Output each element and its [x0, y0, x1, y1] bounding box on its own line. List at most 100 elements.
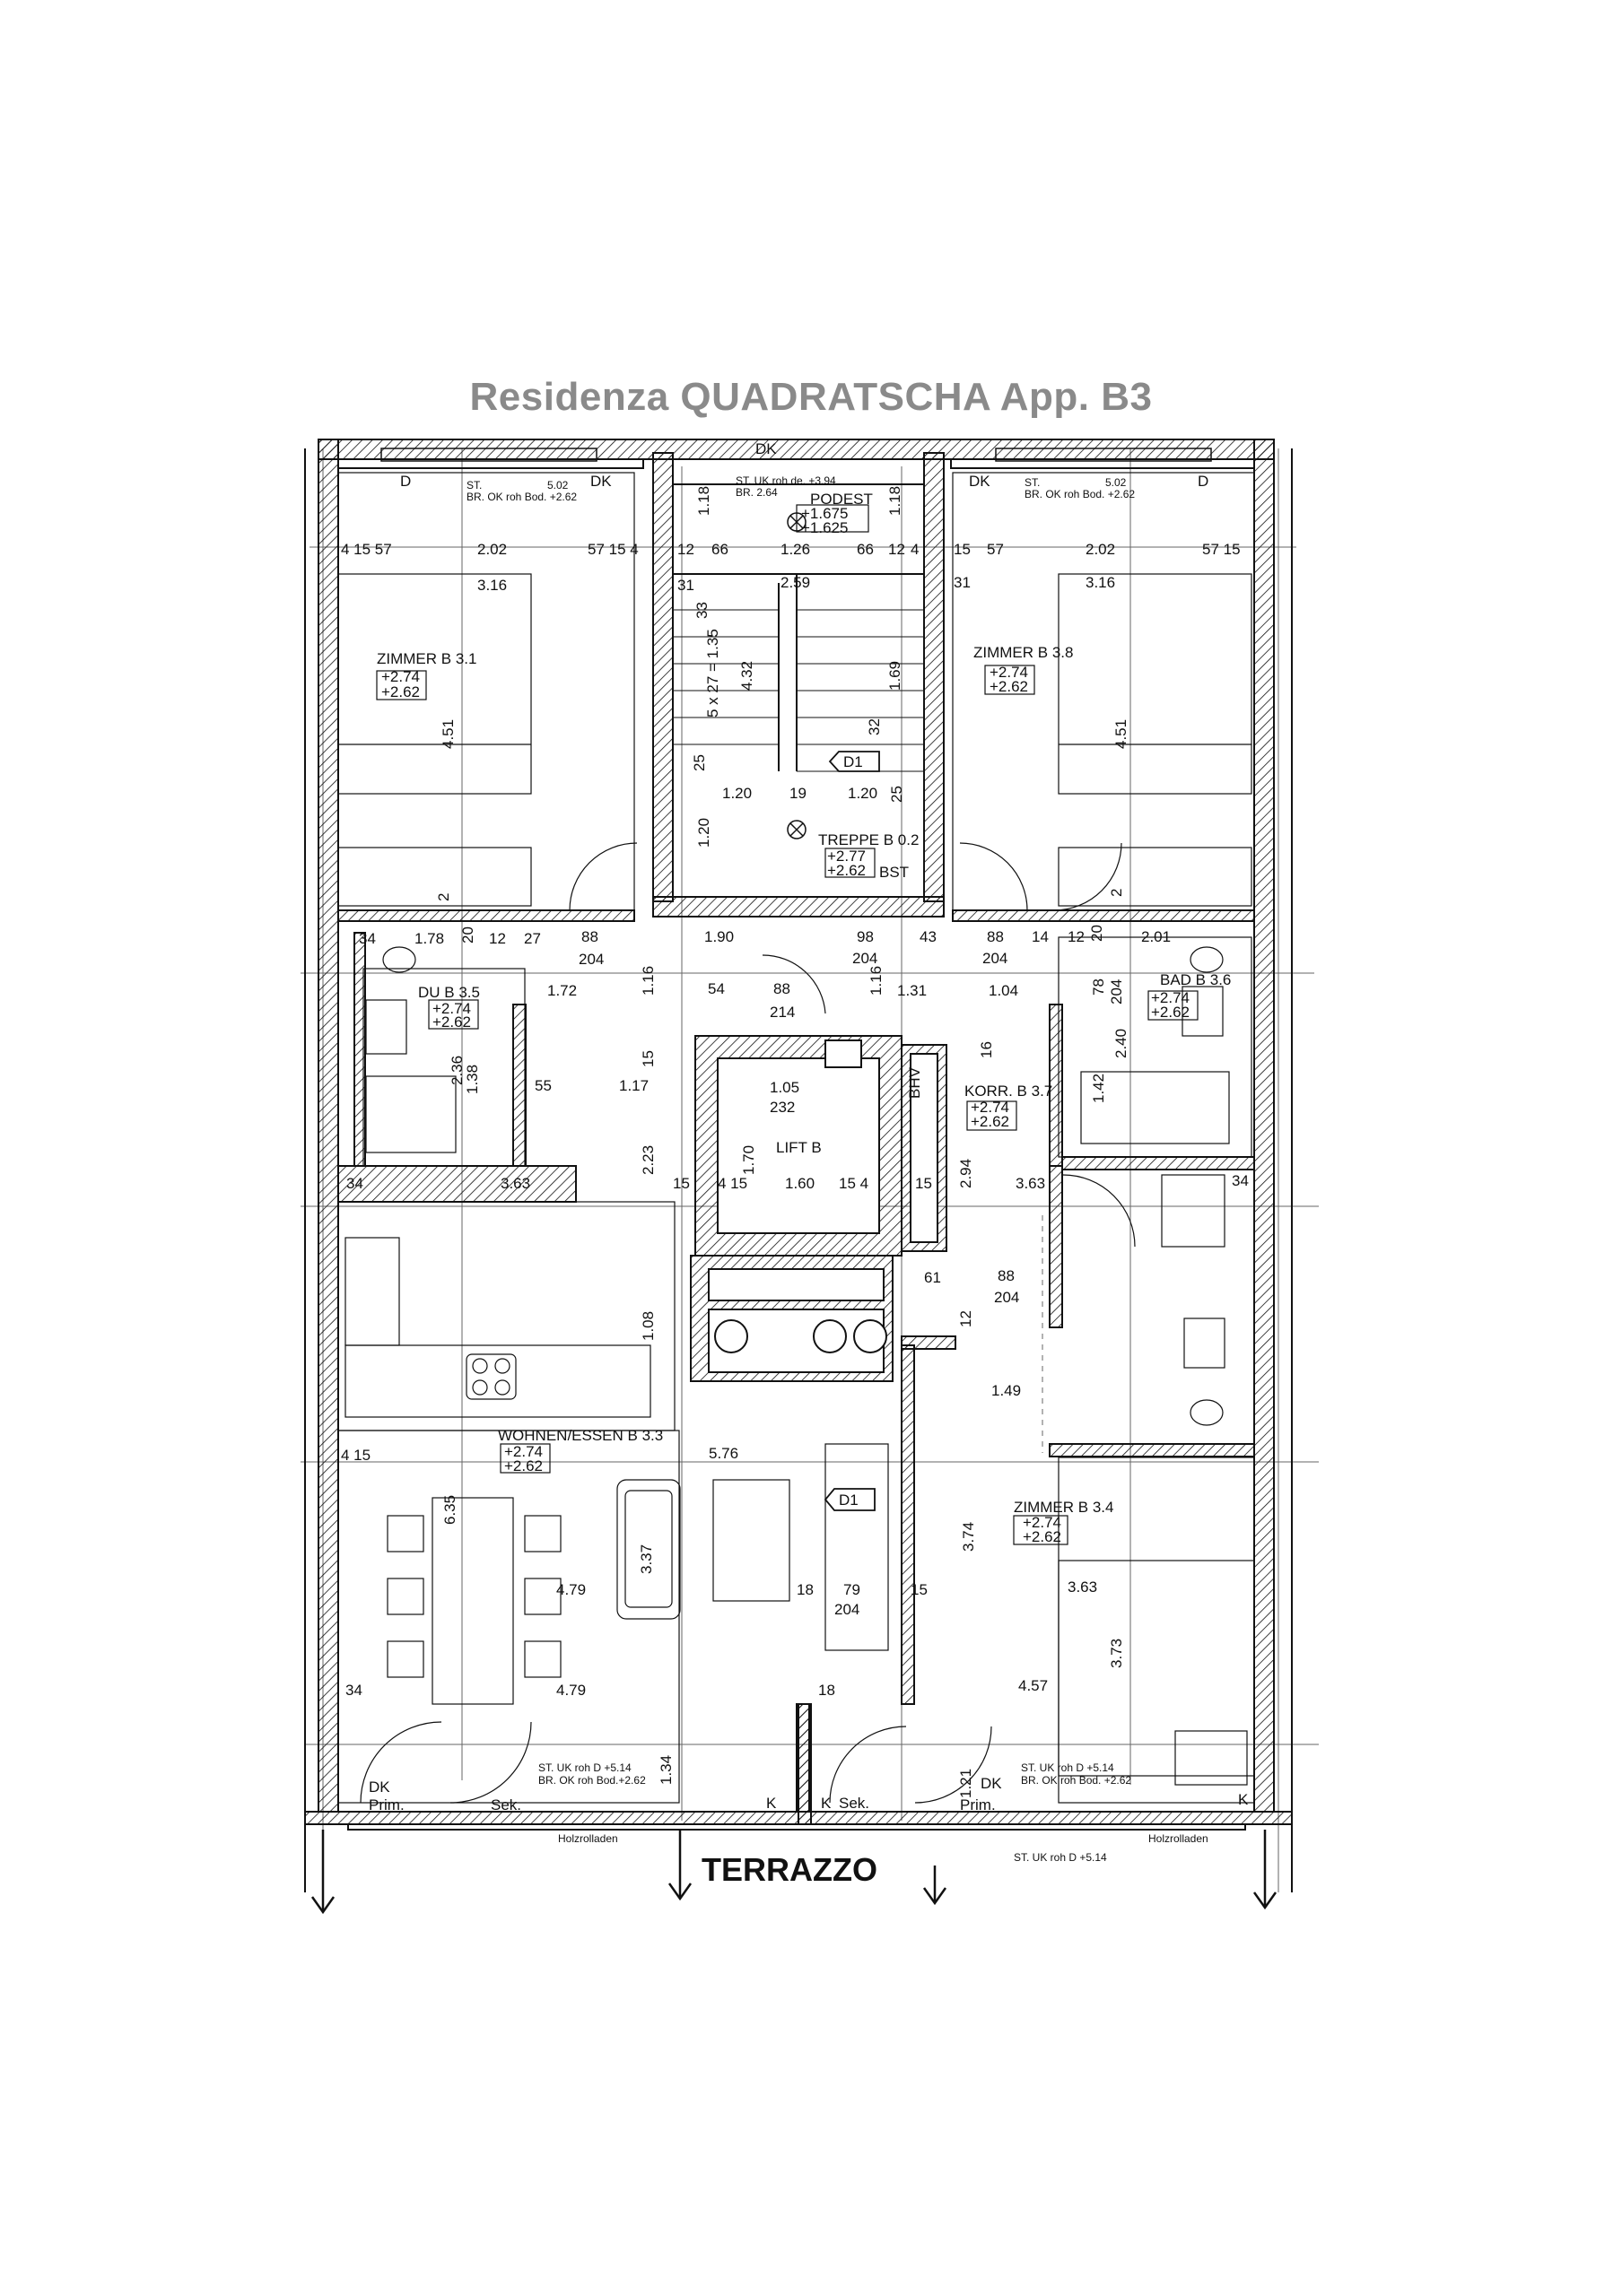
- dim: 18: [818, 1682, 835, 1699]
- note-bottom-edge: ST. UK roh D +5.14: [1014, 1851, 1107, 1864]
- dim: 55: [535, 1077, 552, 1094]
- dim: 1.42: [1090, 1074, 1107, 1103]
- d1-tag-lower: D1: [839, 1492, 859, 1509]
- dim: 2: [1108, 889, 1125, 897]
- misc-labels: D DK DK DK D ST. 5.02 BR. OK roh Bod. +2…: [369, 440, 1249, 1888]
- level-zimmer-38-a: +2.74: [990, 664, 1028, 681]
- windows-top: [380, 448, 1212, 462]
- level-korr-b: +2.62: [971, 1113, 1009, 1130]
- note-top-left-1: ST.: [467, 479, 482, 491]
- dim: 25: [888, 786, 905, 803]
- dim: 2: [435, 893, 452, 901]
- dim: 4.51: [1112, 719, 1129, 749]
- dim: 204: [994, 1289, 1019, 1306]
- dim: 204: [834, 1601, 859, 1618]
- dim: 88: [987, 928, 1004, 945]
- note-stair-1: ST. UK roh de. +3.94: [736, 474, 836, 487]
- room-labels: ZIMMER B 3.1 +2.74 +2.62 ZIMMER B 3.8 +2…: [377, 491, 1231, 1545]
- dim: 34: [1232, 1172, 1249, 1189]
- dim: 1.20: [848, 785, 877, 802]
- level-wohnen-a: +2.74: [504, 1443, 543, 1460]
- dim: 1.18: [886, 486, 903, 516]
- level-wohnen-b: +2.62: [504, 1457, 543, 1474]
- sek-bottom-right: Sek.: [839, 1795, 869, 1812]
- dim: 1.18: [695, 486, 712, 516]
- dim: 4 15 57: [341, 541, 392, 558]
- dim: 2.40: [1112, 1029, 1129, 1058]
- dim: 66: [857, 541, 874, 558]
- dim: 12: [957, 1310, 974, 1327]
- note-bottom-right-1: ST. UK roh D +5.14: [1021, 1761, 1114, 1774]
- sek-bottom-left: Sek.: [491, 1796, 521, 1813]
- note-bottom-left-2: BR. OK roh Bod.+2.62: [538, 1774, 646, 1787]
- stairwell: [652, 452, 945, 918]
- level-zimmer-38-b: +2.62: [990, 678, 1028, 695]
- level-treppe-b: +2.62: [827, 862, 866, 879]
- dim: 1.04: [989, 982, 1018, 999]
- dk-label-2: DK: [590, 473, 612, 490]
- dim: 15: [640, 1050, 657, 1067]
- dim: 2.94: [957, 1159, 974, 1188]
- dim: 25: [691, 754, 708, 771]
- dim: 18: [797, 1581, 814, 1598]
- level-zimmer-34-b: +2.62: [1023, 1528, 1061, 1545]
- d1-tags: [824, 751, 880, 1511]
- level-bad-b: +2.62: [1151, 1004, 1190, 1021]
- level-bad-a: +2.74: [1151, 989, 1190, 1006]
- dim: 1.08: [640, 1311, 657, 1341]
- dim: 3.16: [1086, 574, 1115, 591]
- dim: 3.63: [1016, 1175, 1045, 1192]
- dim: 12: [489, 930, 506, 947]
- note-bottom-right-2: BR. OK roh Bod. +2.62: [1021, 1774, 1131, 1787]
- dim: 2.01: [1141, 928, 1171, 945]
- level-boxes: [376, 504, 1199, 1545]
- dim: 4.32: [738, 661, 755, 691]
- dim: 2.36: [449, 1056, 466, 1085]
- dim: 5.76: [709, 1445, 738, 1462]
- note-bottom-left-1: ST. UK roh D +5.14: [538, 1761, 632, 1774]
- dim: 2.02: [477, 541, 507, 558]
- dim: 54: [708, 980, 725, 997]
- note-top-right-2: 5.02: [1105, 476, 1127, 489]
- dim: 4 15: [718, 1175, 747, 1192]
- dim: 214: [770, 1004, 795, 1021]
- dim: 1.31: [897, 982, 927, 999]
- dim: 4.57: [1018, 1677, 1048, 1694]
- plan-title: Residenza QUADRATSCHA App. B3: [469, 375, 1153, 419]
- dim: 1.49: [991, 1382, 1021, 1399]
- dim: 27: [524, 930, 541, 947]
- dim: 66: [711, 541, 728, 558]
- dim: 15: [915, 1175, 932, 1192]
- dim: 3.16: [477, 577, 507, 594]
- dim: 3.74: [960, 1522, 977, 1552]
- dk-bottom-left: DK: [369, 1779, 390, 1796]
- dim: 1.70: [740, 1145, 757, 1175]
- level-du-a: +2.74: [432, 1000, 471, 1017]
- dim: 34: [359, 930, 376, 947]
- dim: 34: [346, 1175, 363, 1192]
- dim: 232: [770, 1099, 795, 1116]
- dim: 57: [987, 541, 1004, 558]
- room-name-du: DU B 3.5: [418, 984, 480, 1001]
- room-name-zimmer-38: ZIMMER B 3.8: [973, 644, 1073, 661]
- room-name-zimmer-31: ZIMMER B 3.1: [377, 650, 476, 667]
- dim: 204: [982, 950, 1007, 967]
- dim: 5 x 27 = 1.35: [704, 629, 721, 718]
- dk-label-5: D: [1198, 473, 1208, 490]
- room-name-korr: KORR. B 3.7: [964, 1083, 1052, 1100]
- furniture: [337, 573, 1255, 1786]
- dim: 88: [998, 1267, 1015, 1284]
- level-zimmer-31-b: +2.62: [381, 683, 420, 700]
- k-bottom-2: K: [821, 1795, 832, 1812]
- dim: 57 15 4: [588, 541, 639, 558]
- dk-label-4: DK: [969, 473, 990, 490]
- dim: 15 4: [839, 1175, 868, 1192]
- dim: 1.20: [695, 818, 712, 848]
- dim: 204: [852, 950, 877, 967]
- lift-shaft: [690, 1035, 947, 1382]
- dim: 4.79: [556, 1581, 586, 1598]
- dim: 204: [579, 951, 604, 968]
- bhv-label: BHV: [906, 1066, 923, 1099]
- dim: 12: [1068, 928, 1085, 945]
